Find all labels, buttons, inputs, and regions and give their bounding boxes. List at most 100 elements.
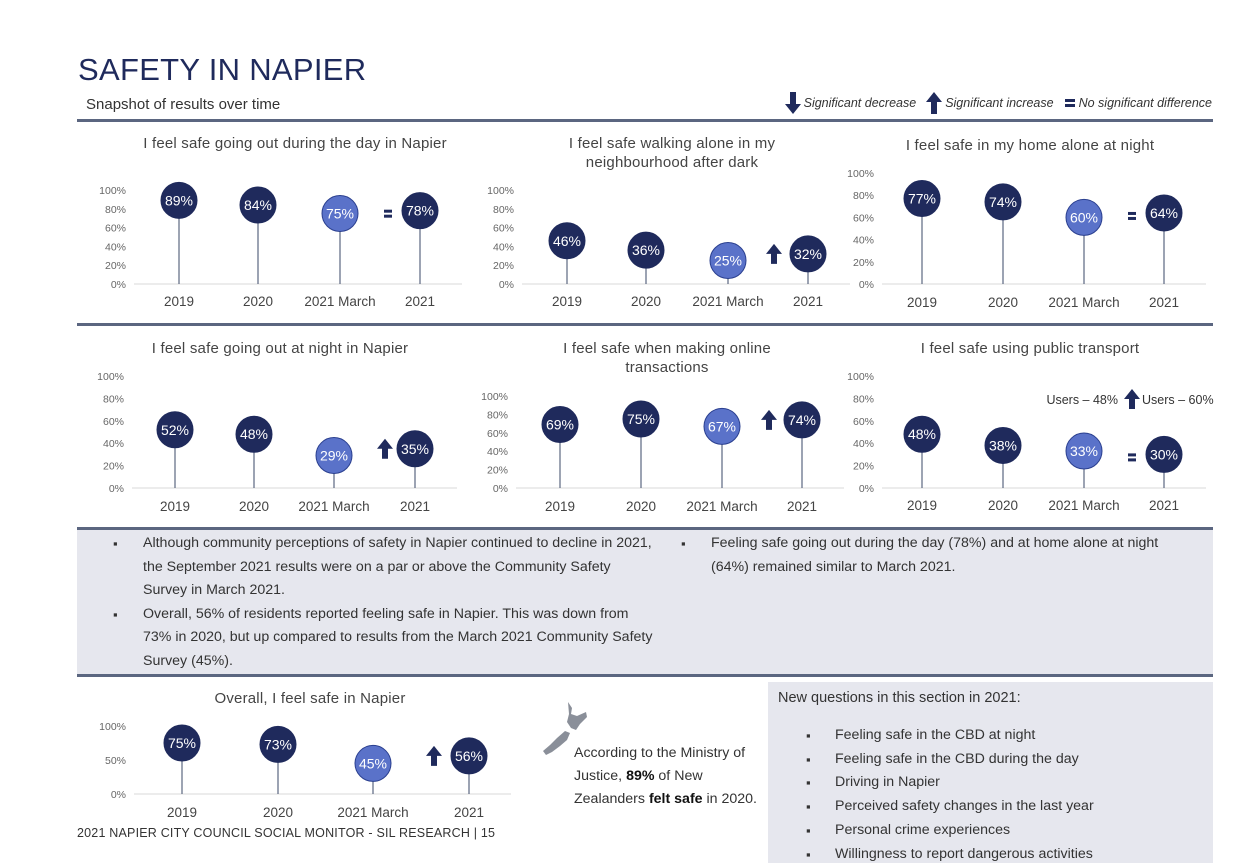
chart-night-out: 100%80%60%40%20%0%52%201948%202029%2021 … xyxy=(97,371,457,514)
data-label: 75% xyxy=(627,411,655,427)
y-tick-label: 20% xyxy=(105,260,126,272)
data-label: 75% xyxy=(168,735,196,751)
summary-bullets-right: Feeling safe going out during the day (7… xyxy=(681,532,1181,579)
y-tick-label: 0% xyxy=(111,789,126,801)
chart-online: 100%80%60%40%20%0%69%201975%202067%2021 … xyxy=(481,391,844,514)
x-category-label: 2021 March xyxy=(304,294,375,309)
data-label: 89% xyxy=(165,192,193,208)
lollipop-dot xyxy=(984,183,1022,221)
y-tick-label: 0% xyxy=(111,279,126,291)
x-category-label: 2019 xyxy=(545,499,575,514)
data-label: 73% xyxy=(264,736,292,752)
chart-title-day: I feel safe going out during the day in … xyxy=(143,135,447,152)
x-category-label: 2020 xyxy=(988,295,1018,310)
data-label: 48% xyxy=(240,426,268,442)
lollipop-dot xyxy=(622,400,660,438)
y-tick-label: 20% xyxy=(853,257,874,269)
lollipop-dot xyxy=(703,407,741,445)
significant-increase-icon xyxy=(761,409,777,430)
data-label: 77% xyxy=(908,191,936,207)
y-tick-label: 0% xyxy=(859,483,874,495)
data-label: 33% xyxy=(1070,443,1098,459)
lollipop-dot xyxy=(354,744,392,782)
lollipop-dot xyxy=(163,724,201,762)
lollipop-dot xyxy=(315,437,353,475)
x-category-label: 2019 xyxy=(164,294,194,309)
x-category-label: 2021 xyxy=(1149,295,1179,310)
y-tick-label: 40% xyxy=(853,235,874,247)
significant-increase-icon xyxy=(766,243,782,264)
page-footer: 2021 NAPIER CITY COUNCIL SOCIAL MONITOR … xyxy=(77,826,496,840)
y-tick-label: 80% xyxy=(103,393,124,405)
data-label: 45% xyxy=(359,755,387,771)
data-label: 84% xyxy=(244,197,272,213)
x-category-label: 2020 xyxy=(631,294,661,309)
divider-bullets-bottom xyxy=(77,674,1213,677)
y-tick-label: 60% xyxy=(103,416,124,428)
x-category-label: 2021 xyxy=(454,805,484,820)
lollipop-dot xyxy=(783,401,821,439)
y-tick-label: 80% xyxy=(487,409,508,421)
x-category-label: 2021 xyxy=(787,499,817,514)
new-questions-title: New questions in this section in 2021: xyxy=(778,690,1021,706)
summary-bullet: Overall, 56% of residents reported feeli… xyxy=(113,603,653,674)
chart-title-home-night: I feel safe in my home alone at night xyxy=(905,137,1155,154)
lollipop-dot xyxy=(1065,198,1103,236)
data-label: 35% xyxy=(401,441,429,457)
data-label: 30% xyxy=(1150,446,1178,462)
page-subtitle: Snapshot of results over time xyxy=(86,96,281,113)
users-increase-icon xyxy=(1124,389,1140,409)
summary-bullets-left: Although community perceptions of safety… xyxy=(113,532,653,673)
y-tick-label: 100% xyxy=(847,371,874,383)
data-label: 64% xyxy=(1150,205,1178,221)
y-tick-label: 40% xyxy=(493,241,514,253)
data-label: 25% xyxy=(714,253,742,269)
summary-box: Although community perceptions of safety… xyxy=(77,530,1213,674)
x-category-label: 2021 March xyxy=(337,805,408,820)
y-tick-label: 40% xyxy=(487,446,508,458)
chart-title-public-transport: I feel safe using public transport xyxy=(920,340,1140,357)
annotation-users-before: Users – 48% xyxy=(1046,393,1118,407)
chart-title-online: I feel safe when making online transacti… xyxy=(563,340,771,376)
lollipop-dot xyxy=(235,415,273,453)
x-category-label: 2021 xyxy=(405,294,435,309)
y-tick-label: 60% xyxy=(853,212,874,224)
data-label: 74% xyxy=(788,412,816,428)
x-category-label: 2019 xyxy=(552,294,582,309)
chart-public-transport: 100%80%60%40%20%0%48%201938%202033%2021 … xyxy=(847,371,1214,513)
x-category-label: 2019 xyxy=(907,498,937,513)
x-category-label: 2020 xyxy=(988,498,1018,513)
x-category-label: 2020 xyxy=(239,499,269,514)
no-difference-icon xyxy=(1128,453,1136,462)
new-question-item: Personal crime experiences xyxy=(806,819,1094,843)
chart-title-overall: Overall, I feel safe in Napier xyxy=(214,690,406,707)
x-category-label: 2019 xyxy=(907,295,937,310)
chart-home-night: 100%80%60%40%20%0%77%201974%202060%2021 … xyxy=(847,168,1206,310)
legend-no-difference: No significant difference xyxy=(1064,96,1212,110)
annotation-users-after: Users – 60% xyxy=(1142,393,1214,407)
y-tick-label: 20% xyxy=(853,461,874,473)
data-label: 69% xyxy=(546,417,574,433)
y-tick-label: 100% xyxy=(847,168,874,180)
y-tick-label: 20% xyxy=(487,465,508,477)
x-category-label: 2021 xyxy=(793,294,823,309)
chart-after-dark: 100%80%60%40%20%0%46%201936%202025%2021 … xyxy=(487,185,850,309)
ministry-suffix: in 2020. xyxy=(706,791,758,807)
data-label: 46% xyxy=(553,233,581,249)
data-label: 75% xyxy=(326,206,354,222)
significant-increase-icon xyxy=(377,438,393,459)
divider-middle xyxy=(77,323,1213,326)
lollipop-dot xyxy=(450,737,488,775)
lollipop-dot xyxy=(396,430,434,468)
divider-bullets-top xyxy=(77,527,1213,530)
y-tick-label: 60% xyxy=(853,416,874,428)
arrow-down-icon xyxy=(784,92,801,114)
data-label: 52% xyxy=(161,422,189,438)
data-label: 38% xyxy=(989,437,1017,453)
lollipop-dot xyxy=(156,411,194,449)
no-difference-icon xyxy=(1128,211,1136,220)
summary-bullet: Feeling safe going out during the day (7… xyxy=(681,532,1181,579)
x-category-label: 2019 xyxy=(160,499,190,514)
lollipop-dot xyxy=(903,180,941,218)
